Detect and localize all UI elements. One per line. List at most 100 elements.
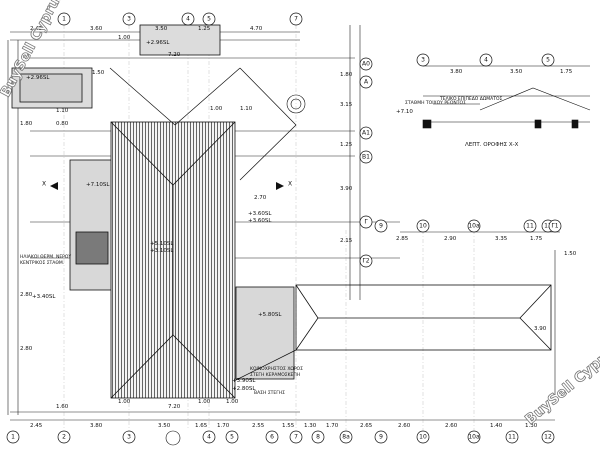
dimension-value: 1.70 bbox=[326, 423, 339, 429]
dimension-value: 3.15 bbox=[340, 102, 353, 108]
grid-bubble: A0 bbox=[359, 57, 373, 71]
grid-bubble: Γ2 bbox=[359, 254, 373, 268]
grid-bubble: 11 bbox=[523, 219, 537, 233]
grid-bubble: 3 bbox=[122, 430, 136, 444]
grid-bubbles-bottom: 1 2 3 4 5 6 7 8 8a 9 10 10a 11 12 bbox=[6, 430, 555, 444]
grid-bubble: 5 bbox=[225, 430, 239, 444]
dimension-value: 3.90 bbox=[340, 186, 353, 192]
section-marker: X bbox=[288, 181, 292, 188]
dimension-value: 3.50 bbox=[155, 26, 168, 32]
dimension-value: 1.75 bbox=[560, 69, 573, 75]
dimension-value: 1.65 bbox=[195, 423, 208, 429]
grid-bubble: 1 bbox=[57, 12, 71, 26]
grid-label: 4 bbox=[207, 434, 211, 441]
grid-bubble: A1 bbox=[359, 126, 373, 140]
section-grid-bubble: 5 bbox=[541, 53, 555, 67]
grid-bubble: 7 bbox=[289, 12, 303, 26]
grid-label: 1 bbox=[62, 16, 66, 23]
dims-mid: 2.85 2.90 3.35 1.75 2.70 bbox=[254, 195, 543, 242]
room-note: ΗΛΙΑΚΟΙ ΘΕΡΜ. ΝΕΡΟΥ bbox=[20, 254, 71, 260]
dimension-value: 1.60 bbox=[56, 404, 69, 410]
level-tag: +3.60SL bbox=[248, 211, 272, 217]
grid-bubble: 9 bbox=[374, 430, 388, 444]
level-tag: +2.96SL bbox=[146, 40, 170, 46]
dimension-value: 1.00 bbox=[118, 399, 131, 405]
level-tag: +5.10SL bbox=[150, 241, 174, 247]
grid-label: 9 bbox=[379, 223, 383, 230]
dims-left: 1.80 1.50 2.80 1.10 0.80 2.80 bbox=[20, 70, 105, 352]
grid-label: 3 bbox=[421, 57, 425, 64]
grid-label: 8a bbox=[342, 434, 350, 441]
hip-lines bbox=[109, 67, 297, 381]
dimension-value: 2.45 bbox=[30, 423, 43, 429]
grid-bubble: B1 bbox=[359, 150, 373, 164]
dimension-value: 2.55 bbox=[252, 423, 265, 429]
grid-bubble: 9 bbox=[374, 219, 388, 233]
dims-bottom: 2.45 3.80 3.50 1.65 1.70 2.55 1.55 1.30 … bbox=[30, 399, 538, 429]
room-note: ΚΕΝΤΡΙΚΟΣ ΣΤΑΘΜ. bbox=[20, 260, 64, 266]
dimension-value: 1.50 bbox=[564, 251, 577, 257]
grid-bubbles-mid: 9 10 10a 11 12 bbox=[374, 219, 555, 233]
section-note: ΤΕΛΙΚΟ ΕΠΙΠΕΔΟ ΔΩΜΑΤΟΣ bbox=[439, 96, 503, 102]
grid-label: 12 bbox=[544, 223, 552, 230]
grid-label: 12 bbox=[544, 434, 552, 441]
dimension-value: 3.50 bbox=[158, 423, 171, 429]
grid-label: 9 bbox=[379, 434, 383, 441]
level-tag: +3.90SL bbox=[232, 378, 256, 384]
dimension-value: 4.70 bbox=[250, 26, 263, 32]
grid-bubble: 11 bbox=[505, 430, 519, 444]
grid-label: 10a bbox=[468, 223, 480, 230]
section-grid-bubble: 3 bbox=[416, 53, 430, 67]
dimension-value: 0.80 bbox=[56, 121, 69, 127]
stamp-marks bbox=[165, 94, 306, 446]
grid-bubble: 5 bbox=[202, 12, 216, 26]
dimension-value: 2.15 bbox=[340, 238, 353, 244]
small-note: ΚΟΙΝΟΧΡΗΣΤΟΣ ΧΩΡΟΣ bbox=[250, 366, 303, 372]
dimension-value: 3.50 bbox=[510, 69, 523, 75]
dimension-value: 1.50 bbox=[92, 70, 105, 76]
grid-label: 3 bbox=[127, 434, 131, 441]
dimension-value: 2.85 bbox=[396, 236, 409, 242]
grid-bubble: 10 bbox=[416, 430, 430, 444]
grid-axis-lines bbox=[63, 25, 475, 430]
grid-bubble: Γ1 bbox=[548, 219, 562, 233]
dimension-value: 1.10 bbox=[56, 108, 69, 114]
dims-top: 2.45 3.60 1.00 3.50 1.25 4.70 7.20 1.00 … bbox=[30, 26, 263, 112]
dimension-value: 1.30 bbox=[304, 423, 317, 429]
small-note: ΒΑΣΗ ΣΤΕΓΗΣ bbox=[254, 390, 285, 396]
level-tag: +2.96SL bbox=[26, 75, 50, 81]
grid-label: 8 bbox=[316, 434, 320, 441]
dimension-value: 1.00 bbox=[226, 399, 239, 405]
dimension-value: 1.80 bbox=[20, 121, 33, 127]
grid-label: A1 bbox=[362, 130, 370, 137]
dimension-value: 3.60 bbox=[90, 26, 103, 32]
grid-label: 10 bbox=[419, 223, 427, 230]
grid-label: 5 bbox=[546, 57, 550, 64]
watermark: BuySell Cyprus bbox=[522, 340, 600, 428]
grid-label: Γ2 bbox=[362, 258, 369, 265]
grid-label: Γ1 bbox=[551, 223, 558, 230]
dimension-value: 3.35 bbox=[495, 236, 508, 242]
dimension-value: 1.25 bbox=[198, 26, 211, 32]
grid-bubble: 10 bbox=[416, 219, 430, 233]
dimension-value: 1.80 bbox=[340, 72, 353, 78]
dimension-value: 2.90 bbox=[444, 236, 457, 242]
grid-bubble: 12 bbox=[541, 430, 555, 444]
dimension-value: 7.20 bbox=[168, 404, 181, 410]
grid-bubble: 1 bbox=[6, 430, 20, 444]
roof-section-detail: 3 4 5 3.80 3.50 1.75 +7.10 ΤΕΛΙΚΟ ΕΠΙΠΕΔ… bbox=[396, 53, 591, 148]
section-markers: X X bbox=[42, 181, 292, 190]
dimension-value: 3.80 bbox=[450, 69, 463, 75]
level-tag: +3.60SL bbox=[248, 218, 272, 224]
level-tag: +7.10SL bbox=[86, 182, 110, 188]
section-level: +7.10 bbox=[396, 109, 413, 115]
grid-bubble: 6 bbox=[265, 430, 279, 444]
dimension-value: 1.55 bbox=[282, 423, 295, 429]
section-title: ΛΕΠΤ. ΟΡΟΦΗΣ Χ-Χ bbox=[465, 142, 519, 148]
dimension-value: 2.60 bbox=[398, 423, 411, 429]
grid-bubble: 3 bbox=[122, 12, 136, 26]
grid-bubble: 8a bbox=[339, 430, 353, 444]
dimension-value: 2.70 bbox=[254, 195, 267, 201]
grid-label: 5 bbox=[207, 16, 211, 23]
